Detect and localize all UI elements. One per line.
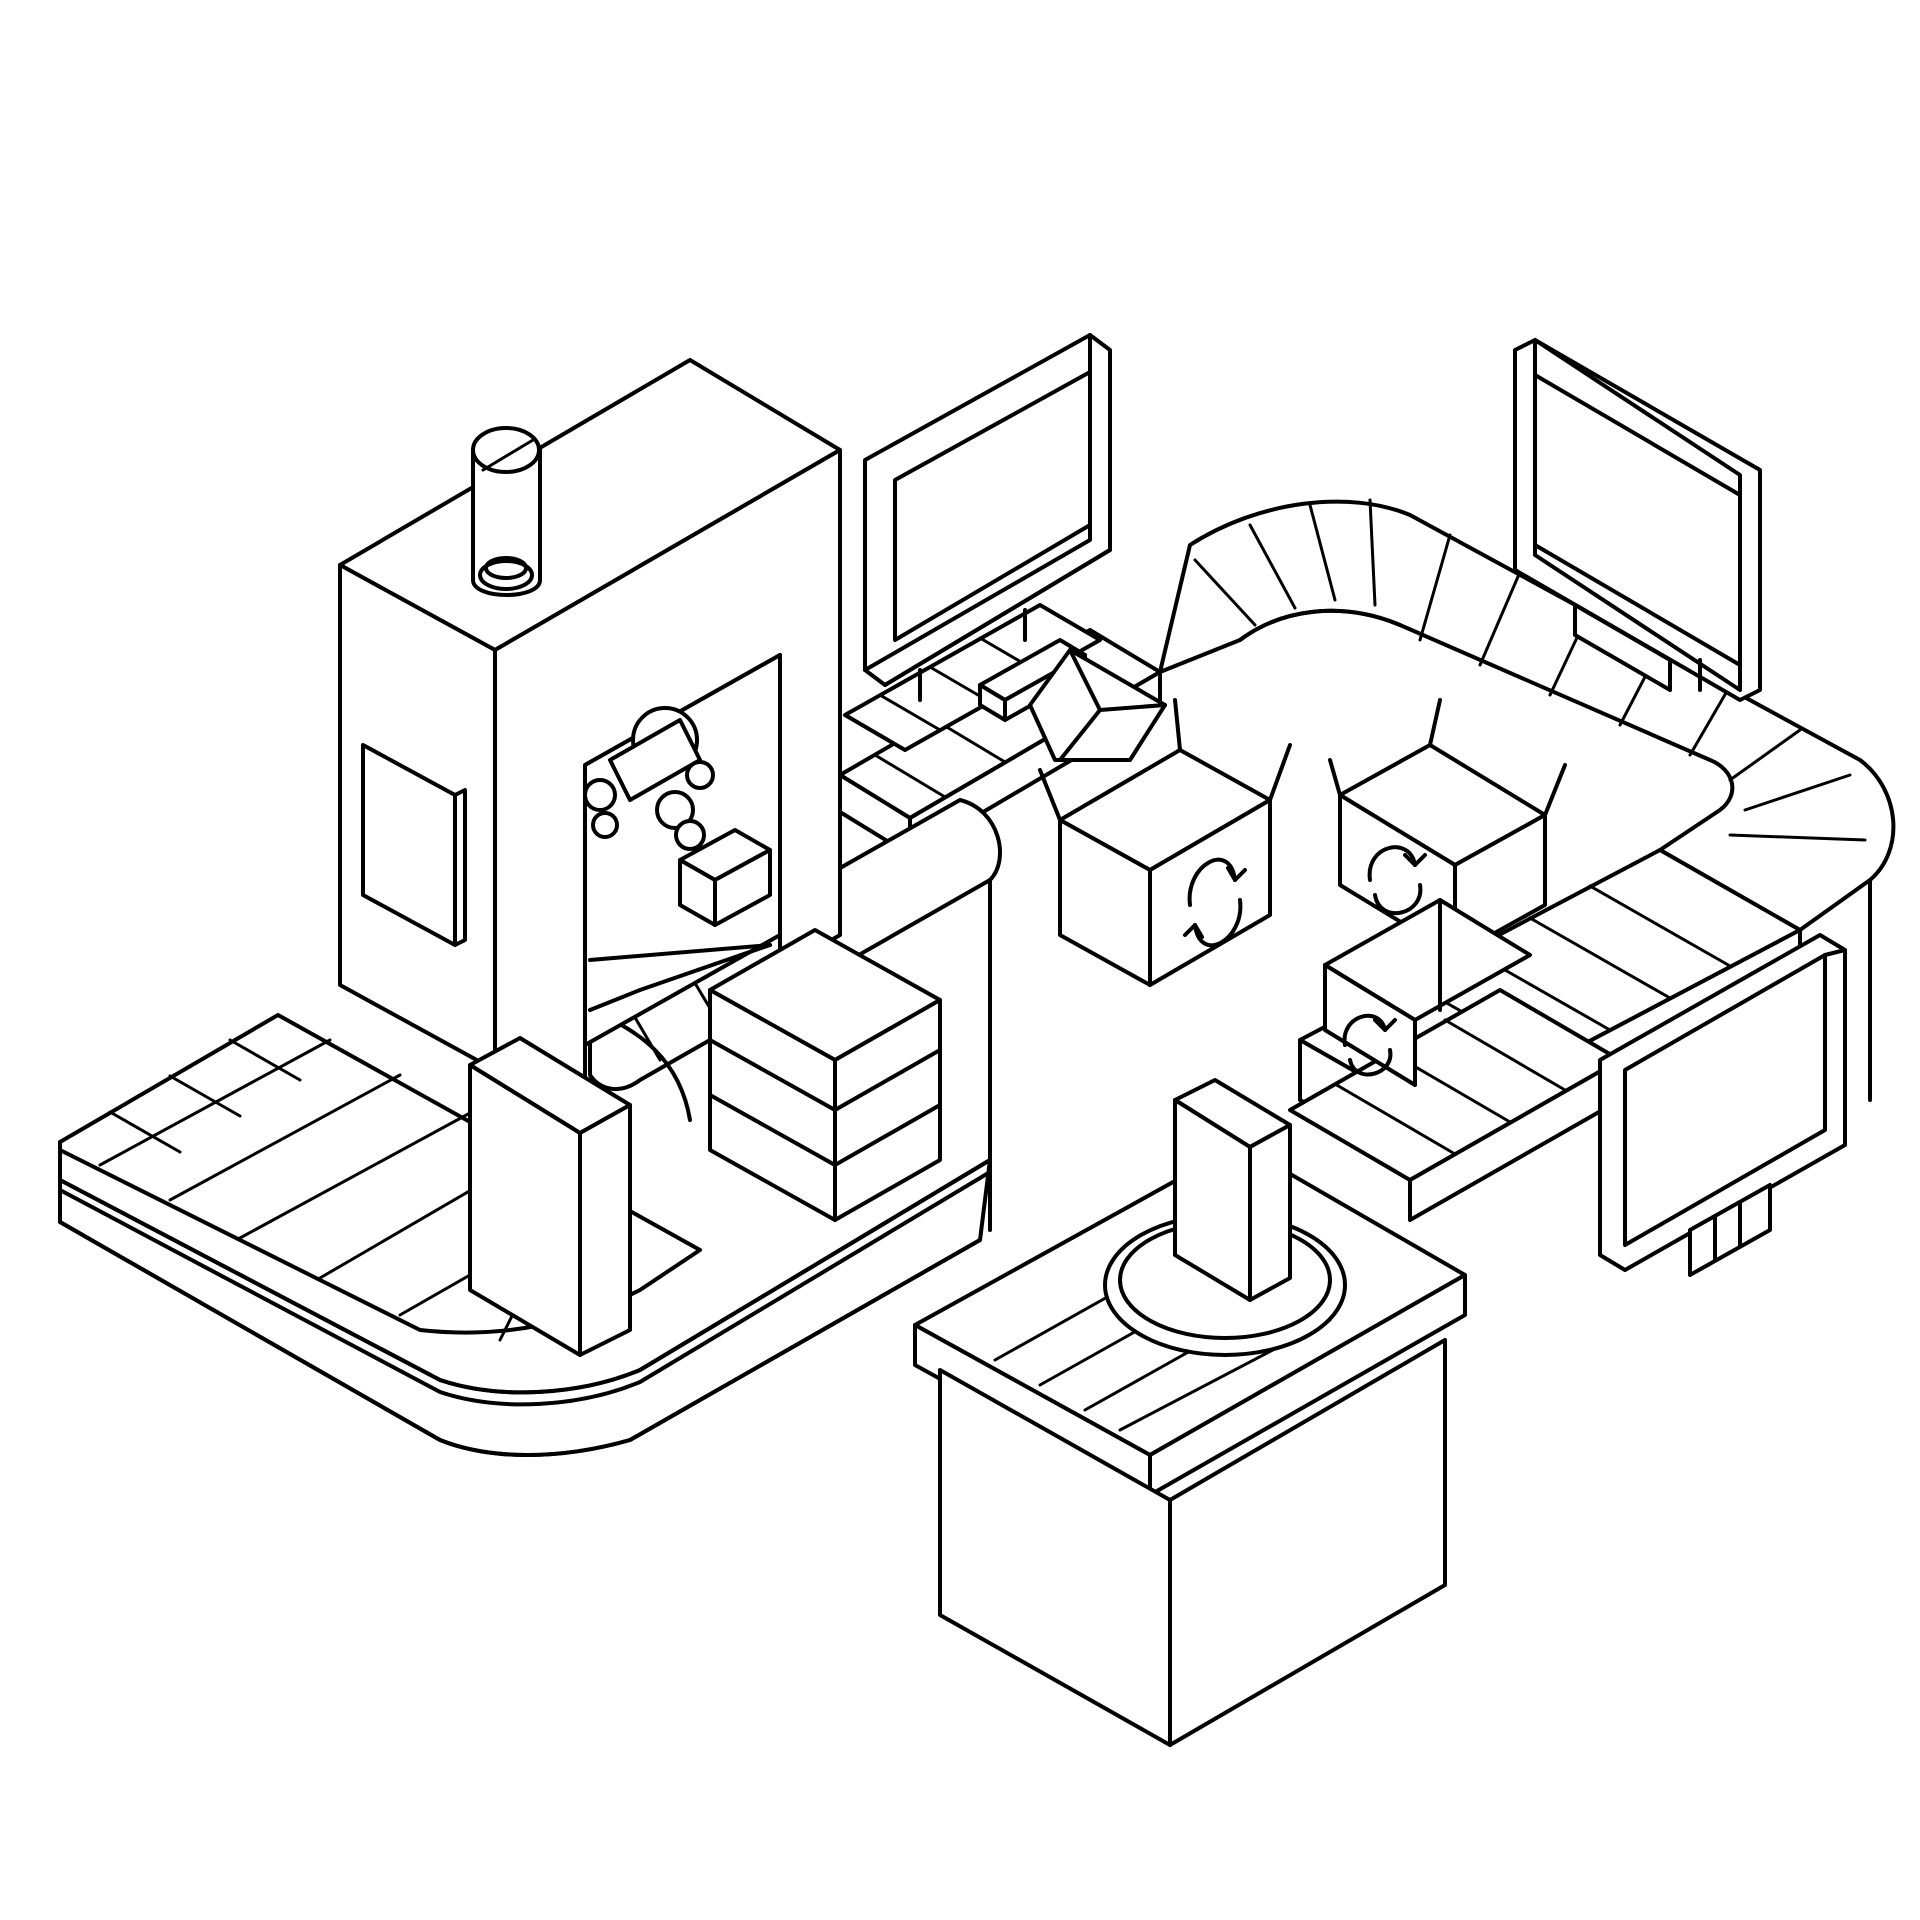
robot-arm-icon	[583, 706, 715, 851]
back-right-curved-conveyor	[1158, 498, 1896, 1102]
recycle-arrows-icon	[1183, 857, 1247, 948]
box-on-turntable	[1173, 1078, 1292, 1302]
open-box-recycle-left	[1038, 698, 1292, 987]
recycle-arrows-icon	[1367, 845, 1427, 915]
station-right-body	[1168, 1338, 1447, 1747]
front-turntable-station	[913, 1078, 1467, 1747]
right-back-monitor-icon	[1513, 338, 1762, 702]
floating-box-icon	[1028, 648, 1167, 762]
front-right-monitor-icon	[1598, 933, 1847, 1277]
beacon-light-icon	[471, 426, 542, 597]
recycle-arrows-icon	[1342, 1013, 1397, 1077]
middle-conveyor-belt	[1288, 988, 1622, 1222]
stacked-boxes-icon	[708, 928, 942, 1222]
small-box-in-machine	[678, 828, 772, 927]
tall-box-icon	[468, 1036, 632, 1357]
open-box-recycle-lower	[1323, 898, 1532, 1087]
left-monitor-icon	[863, 333, 1112, 702]
packaging-machine	[338, 358, 842, 1122]
